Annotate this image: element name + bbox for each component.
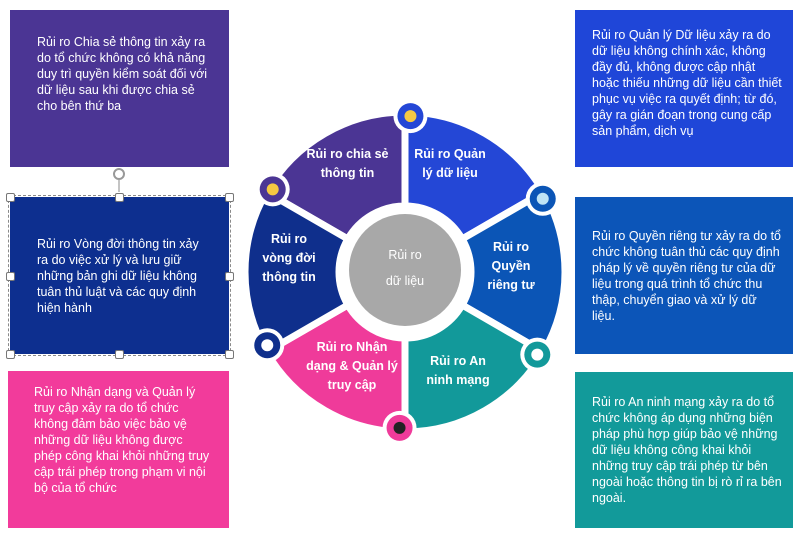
center-label: Rủi ro dữ liệu <box>355 242 455 294</box>
segment-label-cybersecurity: Rủi ro An ninh mạng <box>426 354 490 387</box>
segment-privacy <box>458 188 569 356</box>
segment-cybersecurity <box>401 301 548 436</box>
tablet-icon <box>382 410 417 445</box>
resize-handle[interactable] <box>225 272 234 281</box>
segment-label-privacy: Rủi ro Quyền riêng tư <box>487 240 535 292</box>
privacy-risk-description: Rủi ro Quyền riêng tư xảy ra do tổ chức … <box>575 197 793 354</box>
segment-sharing <box>262 108 409 243</box>
resize-handle[interactable] <box>115 193 124 202</box>
privacy-description-text: Rủi ro Quyền riêng tư xảy ra do tổ chức … <box>592 228 782 323</box>
center-label-line2: dữ liệu <box>385 274 425 288</box>
lifecycle-risk-description[interactable]: Rủi ro Vòng đời thông tin xảy ra do việc… <box>8 195 231 356</box>
laptop-icon <box>255 172 290 207</box>
resize-handle[interactable] <box>6 272 15 281</box>
center-circle <box>349 214 461 326</box>
share-exchange-icon <box>393 99 428 134</box>
data-management-risk-description: Rủi ro Quản lý Dữ liệu xảy ra do dữ liệu… <box>575 10 793 167</box>
identity-access-risk-description: Rủi ro Nhận dạng và Quản lý truy cập xảy… <box>8 371 229 528</box>
resize-handle[interactable] <box>115 350 124 359</box>
segment-identity_access <box>262 301 409 436</box>
binoculars-icon <box>250 328 285 363</box>
cybersecurity-risk-description: Rủi ro An ninh mạng xảy ra do tổ chức kh… <box>575 372 793 528</box>
cybersecurity-description-text: Rủi ro An ninh mạng xảy ra do tổ chức kh… <box>592 395 782 505</box>
rotate-handle-icon[interactable] <box>109 166 129 192</box>
segment-label-data-management: Rủi ro Quản lý dữ liệu <box>414 147 486 180</box>
segment-label-identity-access: Rủi ro Nhận dạng & Quản lý truy cập <box>306 340 398 392</box>
sharing-risk-description: Rủi ro Chia sẻ thông tin xảy ra do tổ ch… <box>10 10 229 167</box>
resize-handle[interactable] <box>225 350 234 359</box>
resize-handle[interactable] <box>225 193 234 202</box>
resize-handle[interactable] <box>6 350 15 359</box>
sharing-description-text: Rủi ro Chia sẻ thông tin xảy ra do tổ ch… <box>37 34 208 113</box>
lightbulb-icon <box>525 181 560 216</box>
identity-access-description-text: Rủi ro Nhận dạng và Quản lý truy cập xảy… <box>34 384 210 495</box>
segment-data_management <box>401 108 548 243</box>
segment-label-lifecycle: Rủi ro vòng đời thông tin <box>262 232 316 284</box>
data-management-description-text: Rủi ro Quản lý Dữ liệu xảy ra do dữ liệu… <box>592 27 782 138</box>
eye-icon <box>520 337 555 372</box>
center-label-line1: Rủi ro <box>388 248 422 262</box>
resize-handle[interactable] <box>6 193 15 202</box>
segment-lifecycle <box>241 188 352 356</box>
lifecycle-description-text: Rủi ro Vòng đời thông tin xảy ra do việc… <box>37 236 199 315</box>
segment-label-sharing: Rủi ro chia sẻ thông tin <box>306 147 389 180</box>
